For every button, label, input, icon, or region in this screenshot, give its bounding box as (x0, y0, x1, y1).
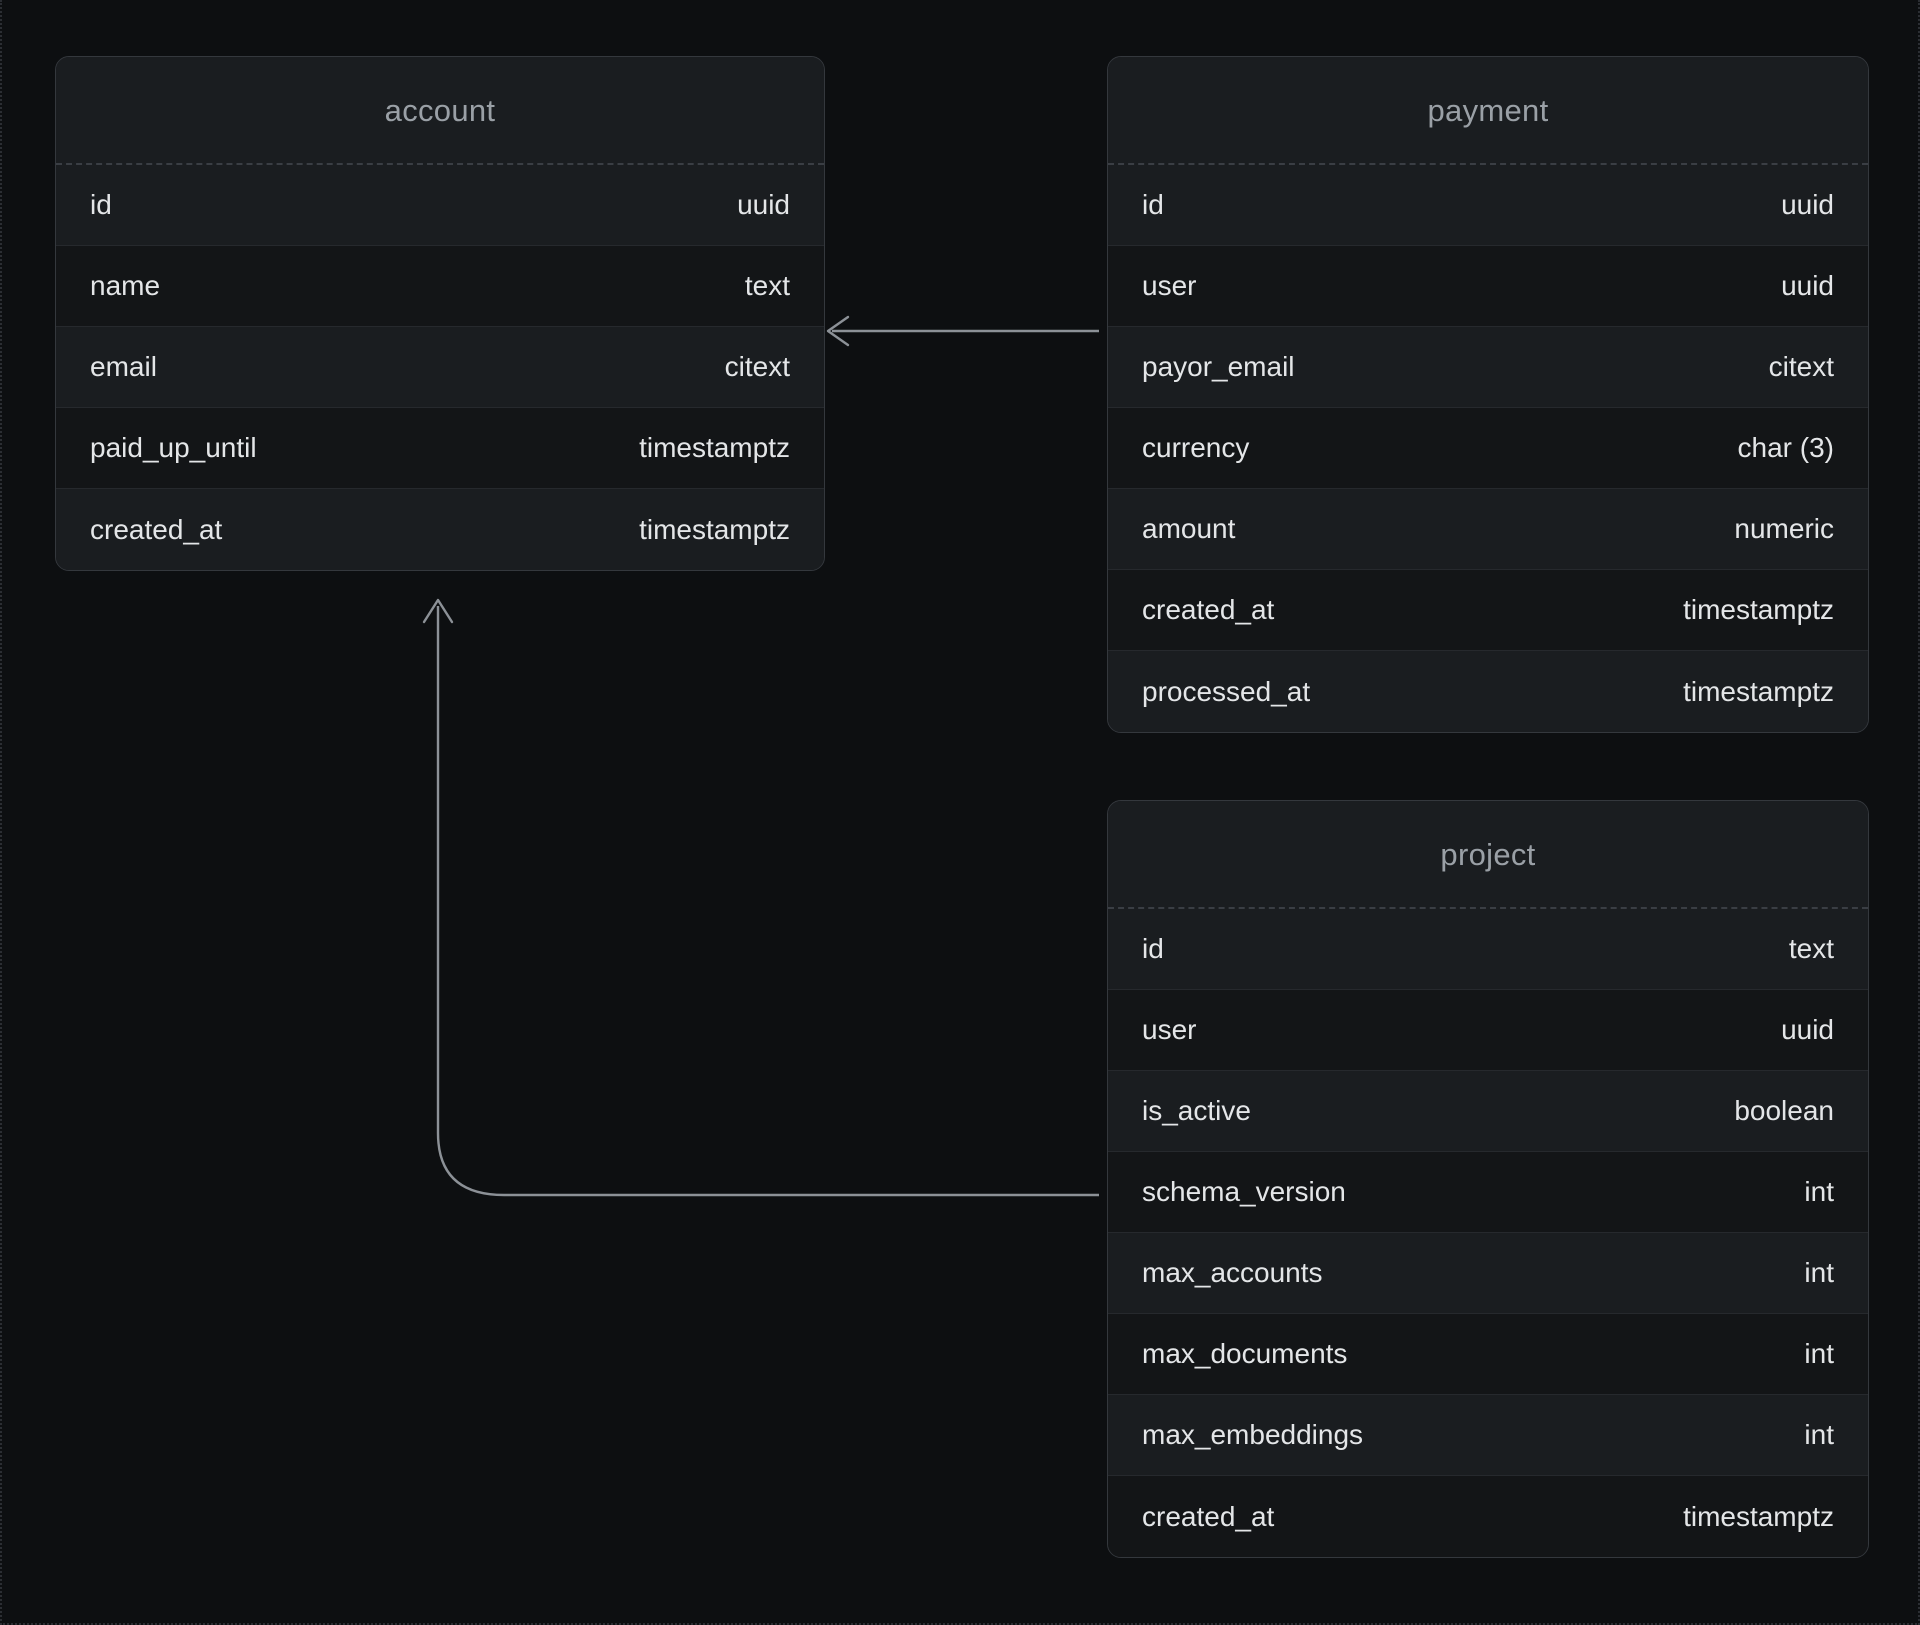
connector-payment-to-account (826, 315, 1099, 347)
er-row[interactable]: amount numeric (1108, 489, 1868, 570)
er-column-type: uuid (1781, 189, 1834, 220)
er-row[interactable]: user uuid (1108, 246, 1868, 327)
er-column-type: timestamptz (639, 513, 790, 545)
er-row[interactable]: max_embeddings int (1108, 1395, 1868, 1476)
er-row[interactable]: email citext (56, 327, 824, 408)
er-row[interactable]: name text (56, 246, 824, 327)
er-column-type: citext (724, 351, 790, 382)
er-column-type: char (3) (1737, 432, 1834, 463)
er-column-type: timestamptz (1683, 1500, 1834, 1532)
er-column-type: uuid (737, 189, 790, 220)
er-column-name: schema_version (1142, 1176, 1346, 1207)
er-column-type: boolean (1734, 1095, 1834, 1126)
er-column-type: timestamptz (1683, 675, 1834, 707)
er-column-type: int (1804, 1338, 1834, 1369)
er-row[interactable]: currency char (3) (1108, 408, 1868, 489)
er-column-name: id (1142, 189, 1164, 220)
er-column-name: user (1142, 270, 1197, 301)
er-row[interactable]: processed_at timestamptz (1108, 651, 1868, 732)
er-row[interactable]: id text (1108, 909, 1868, 990)
er-row[interactable]: schema_version int (1108, 1152, 1868, 1233)
er-row[interactable]: id uuid (1108, 165, 1868, 246)
er-row[interactable]: created_at timestamptz (56, 489, 824, 570)
er-row[interactable]: id uuid (56, 165, 824, 246)
er-row[interactable]: created_at timestamptz (1108, 570, 1868, 651)
er-column-name: created_at (90, 513, 223, 545)
er-column-name: payor_email (1142, 351, 1295, 382)
er-column-name: id (1142, 933, 1164, 964)
er-row[interactable]: payor_email citext (1108, 327, 1868, 408)
er-column-name: created_at (1142, 1500, 1275, 1532)
er-column-type: text (1788, 933, 1834, 964)
er-column-name: max_documents (1142, 1338, 1348, 1369)
er-column-name: user (1142, 1014, 1197, 1045)
er-row[interactable]: max_accounts int (1108, 1233, 1868, 1314)
er-column-name: processed_at (1142, 675, 1311, 707)
er-column-type: int (1804, 1419, 1834, 1450)
er-column-type: text (744, 270, 790, 301)
er-column-type: timestamptz (639, 432, 790, 463)
er-column-name: id (90, 189, 112, 220)
er-table-payment[interactable]: payment id uuid user uuid payor_email ci… (1107, 56, 1869, 733)
er-column-name: name (90, 270, 161, 301)
er-column-type: timestamptz (1683, 594, 1834, 625)
er-table-title-payment: payment (1108, 57, 1868, 165)
er-row[interactable]: paid_up_until timestamptz (56, 408, 824, 489)
er-column-name: email (90, 351, 157, 382)
er-table-title-account: account (56, 57, 824, 165)
er-row[interactable]: max_documents int (1108, 1314, 1868, 1395)
er-column-name: paid_up_until (90, 432, 257, 463)
er-row[interactable]: is_active boolean (1108, 1071, 1868, 1152)
connector-project-to-account (422, 598, 1099, 1197)
er-table-title-project: project (1108, 801, 1868, 909)
er-column-type: citext (1768, 351, 1834, 382)
er-table-account[interactable]: account id uuid name text email citext p… (55, 56, 825, 571)
er-column-name: amount (1142, 513, 1236, 544)
er-column-name: is_active (1142, 1095, 1251, 1126)
er-column-name: currency (1142, 432, 1250, 463)
er-row[interactable]: user uuid (1108, 990, 1868, 1071)
er-column-type: int (1804, 1257, 1834, 1288)
er-column-type: int (1804, 1176, 1834, 1207)
er-column-type: uuid (1781, 270, 1834, 301)
er-column-name: max_embeddings (1142, 1419, 1364, 1450)
er-column-name: created_at (1142, 594, 1275, 625)
er-row[interactable]: created_at timestamptz (1108, 1476, 1868, 1557)
er-column-name: max_accounts (1142, 1257, 1323, 1288)
er-column-type: numeric (1734, 513, 1834, 544)
er-column-type: uuid (1781, 1014, 1834, 1045)
er-table-project[interactable]: project id text user uuid is_active bool… (1107, 800, 1869, 1558)
